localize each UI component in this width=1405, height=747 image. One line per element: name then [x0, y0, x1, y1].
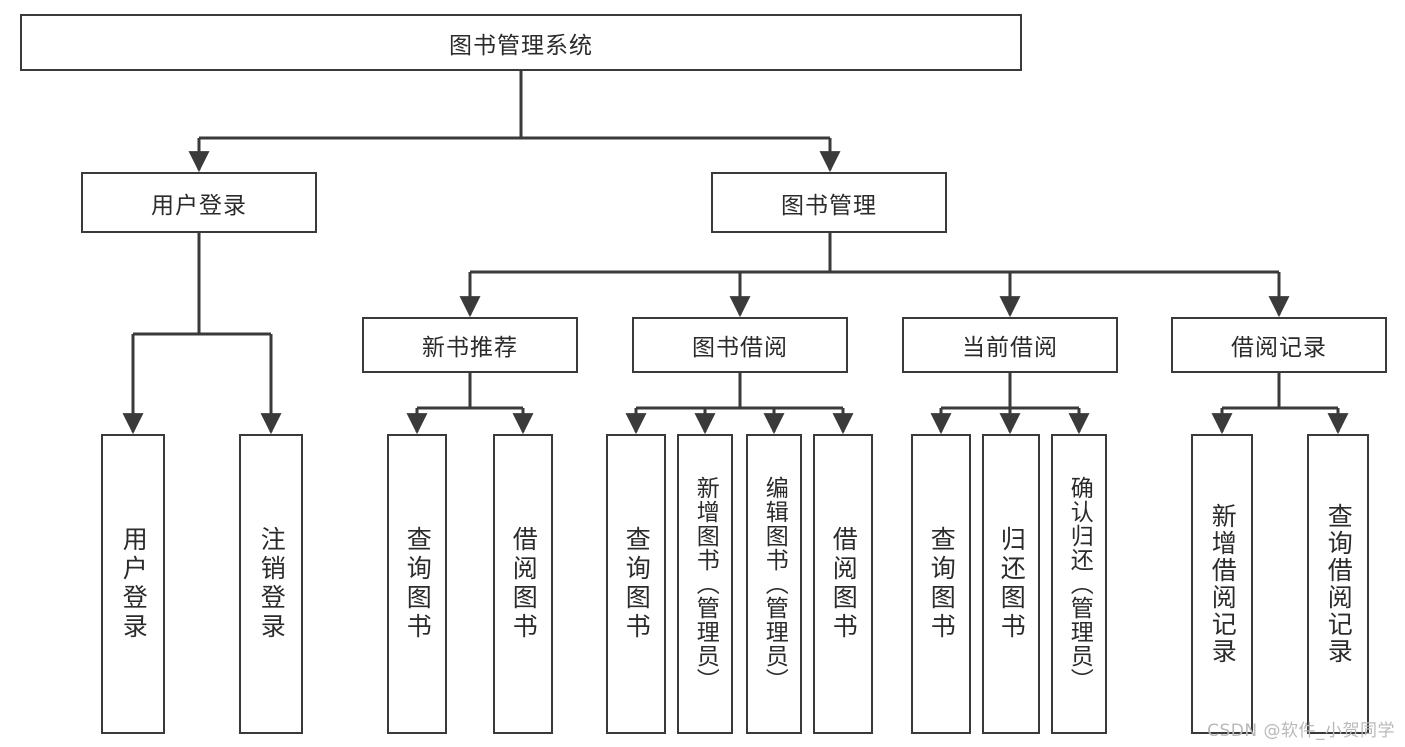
node-leaf-borrow-book-2-label: 借阅图书: [829, 526, 859, 642]
node-leaf-confirm-return[interactable]: 确认归还（管理员）: [1051, 434, 1107, 734]
node-leaf-return-book-label: 归还图书: [997, 526, 1027, 642]
node-leaf-logout-label: 注销登录: [257, 526, 287, 642]
node-leaf-borrow-book-2[interactable]: 借阅图书: [813, 434, 873, 734]
node-leaf-edit-book-label: 编辑图书（管理员）: [761, 476, 788, 692]
node-borrow-record-label: 借阅记录: [1231, 335, 1327, 361]
node-leaf-borrow-book-1-label: 借阅图书: [509, 526, 539, 642]
node-user-login-label: 用户登录: [151, 192, 247, 219]
node-leaf-add-record-label: 新增借阅记录: [1208, 503, 1238, 665]
node-leaf-user-login[interactable]: 用户登录: [101, 434, 165, 734]
node-leaf-add-record[interactable]: 新增借阅记录: [1191, 434, 1253, 734]
node-new-book-rec[interactable]: 新书推荐: [362, 317, 578, 373]
node-current-borrow[interactable]: 当前借阅: [902, 317, 1118, 373]
node-user-login[interactable]: 用户登录: [81, 172, 317, 233]
node-book-manage-label: 图书管理: [781, 192, 877, 219]
node-leaf-query-book-2-label: 查询图书: [622, 526, 652, 642]
csdn-watermark: CSDN @软件_小贺同学: [1207, 721, 1395, 741]
node-leaf-query-book-1-label: 查询图书: [403, 526, 433, 642]
node-borrow-record[interactable]: 借阅记录: [1171, 317, 1387, 373]
node-leaf-query-record[interactable]: 查询借阅记录: [1307, 434, 1369, 734]
node-leaf-query-book-3[interactable]: 查询图书: [911, 434, 971, 734]
node-new-book-rec-label: 新书推荐: [422, 335, 518, 361]
node-book-manage[interactable]: 图书管理: [711, 172, 947, 233]
node-book-borrow[interactable]: 图书借阅: [632, 317, 848, 373]
node-leaf-return-book[interactable]: 归还图书: [982, 434, 1040, 734]
node-root[interactable]: 图书管理系统: [20, 14, 1022, 71]
node-leaf-query-book-1[interactable]: 查询图书: [387, 434, 447, 734]
node-leaf-query-book-2[interactable]: 查询图书: [606, 434, 666, 734]
node-leaf-add-book-label: 新增图书（管理员）: [692, 476, 719, 692]
node-leaf-query-book-3-label: 查询图书: [927, 526, 957, 642]
node-current-borrow-label: 当前借阅: [962, 335, 1058, 361]
node-leaf-user-login-label: 用户登录: [119, 526, 149, 642]
node-leaf-add-book[interactable]: 新增图书（管理员）: [677, 434, 733, 734]
node-leaf-borrow-book-1[interactable]: 借阅图书: [493, 434, 553, 734]
node-leaf-logout[interactable]: 注销登录: [239, 434, 303, 734]
node-book-borrow-label: 图书借阅: [692, 335, 788, 361]
node-leaf-query-record-label: 查询借阅记录: [1324, 503, 1354, 665]
node-leaf-edit-book[interactable]: 编辑图书（管理员）: [746, 434, 802, 734]
node-leaf-confirm-return-label: 确认归还（管理员）: [1066, 476, 1093, 692]
node-root-label: 图书管理系统: [449, 32, 593, 59]
